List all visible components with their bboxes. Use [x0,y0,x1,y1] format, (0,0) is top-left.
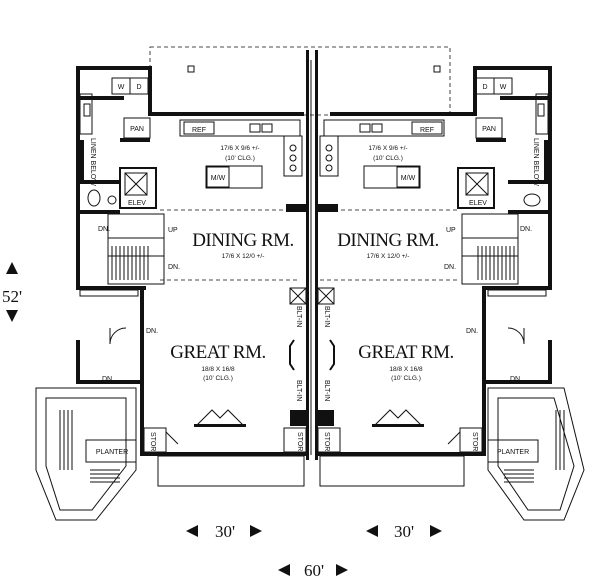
kitchen-dim-r: 17/6 X 9/6 +/- [368,145,407,152]
left-width-label: 30' [215,522,235,541]
mw-label: M/W [211,175,226,182]
linen-label: LINEN BELOW [89,138,96,186]
dryer-label-r: D [482,84,487,91]
great-dim: 18/8 X 16/8 [201,366,235,373]
depth-dimension: 52' [2,262,22,322]
elev-label: ELEV [128,200,146,207]
stor-label-r: STOR [323,432,330,451]
kitchen-dim: 17/6 X 9/6 +/- [220,145,259,152]
porch-dn-label: DN. [102,376,114,383]
rear-deck [157,455,305,487]
exterior-walls [76,50,552,460]
ref-label: REF [192,127,206,134]
french-door [195,409,245,427]
stair-left [107,213,165,285]
pantry-label-r: PAN [482,126,496,133]
linen-label-r: LINEN BELOW [532,138,539,186]
stor-label: STOR [149,432,156,451]
post-marker [187,65,195,73]
blt-in-label-r2: BLT-IN [323,380,330,401]
great-dim-r: 18/8 X 16/8 [389,366,423,373]
ref-label-r: REF [420,127,434,134]
entry-dn-label-r: DN. [466,328,478,335]
great-room-label: GREAT RM. [170,342,265,363]
right-porch: PLANTER [487,387,585,521]
blt-in-label: BLT-IN [295,306,302,327]
dining-room-label: DINING RM. [192,230,294,251]
pantry-label: PAN [130,126,144,133]
great-clg: (10' CLG.) [203,375,233,382]
stair-up-label: UP [168,227,178,234]
planter-label-r: PLANTER [497,449,529,456]
porch-dn-label-r: DN. [510,376,522,383]
toilet-icon [87,189,101,207]
left-unit: W D PAN LINEN BELOW ELEV REF 17/6 X 9/6 … [76,77,307,487]
left-porch: PLANTER [35,387,137,521]
left-width-dimension: 30' [186,522,262,541]
post-marker [433,65,441,73]
kitchen-clg-r: (10' CLG.) [373,155,403,162]
kitchen-island [205,165,263,189]
stor-label-r2: STOR [471,432,478,451]
great-clg-r: (10' CLG.) [391,375,421,382]
right-width-dimension: 30' [366,522,442,541]
stair-dn-label-r2: DN. [444,264,456,271]
right-width-label: 30' [394,522,414,541]
total-width-label: 60' [304,561,324,578]
blt-in-label-2: BLT-IN [295,380,302,401]
kitchen-counter [179,119,301,137]
stair-up-label-r: UP [446,227,456,234]
dining-room-label-r: DINING RM. [337,230,439,251]
total-width-dimension: 60' [278,561,348,578]
stor-label-2: STOR [296,432,303,451]
kitchen-clg: (10' CLG.) [225,155,255,162]
planter-label: PLANTER [96,449,128,456]
entry-dn-label: DN. [146,328,158,335]
stair-dn-label-r: DN. [520,226,532,233]
dining-dim-r: 17/6 X 12/0 +/- [367,253,410,260]
great-room-label-r: GREAT RM. [358,342,453,363]
stair-right [461,213,519,285]
elev-label-r: ELEV [469,200,487,207]
depth-label: 52' [2,287,22,306]
elevator-box [119,167,157,209]
washer-label: W [118,84,125,91]
stair-dn-label-2: DN. [168,264,180,271]
mw-label-r: M/W [401,175,416,182]
upper-deck-outline [149,46,451,116]
blt-in-label-r: BLT-IN [323,306,330,327]
dining-dim: 17/6 X 12/0 +/- [222,253,265,260]
right-unit: D W PAN LINEN BELOW ELEV REF 17/6 X 9/6 … [317,77,552,487]
toilet-icon [523,193,541,207]
stair-dn-label: DN. [98,226,110,233]
dryer-label: D [136,84,141,91]
washer-label-r: W [500,84,507,91]
cooktop [283,135,303,177]
